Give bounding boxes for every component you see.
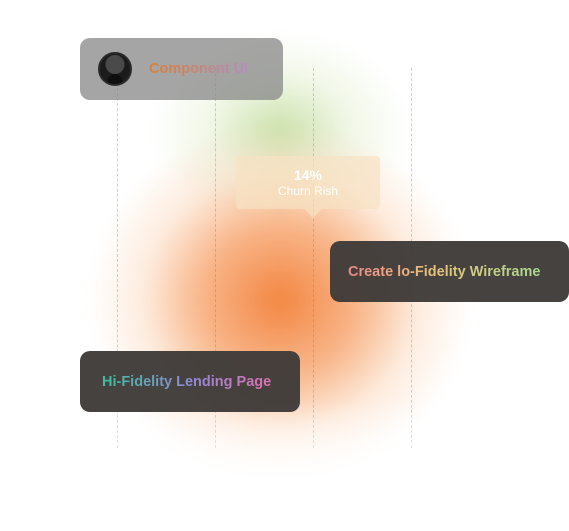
- tooltip-value: 14%: [293, 166, 323, 183]
- tooltip-label: Churn Rish: [277, 183, 339, 198]
- task-card-hifi-landing[interactable]: Hi-Fidelity Lending Page: [80, 351, 300, 412]
- task-card-label: Component UI: [149, 61, 249, 77]
- task-card-label: Hi-Fidelity Lending Page: [102, 373, 272, 390]
- task-card-label: Create lo-Fidelity Wireframe: [348, 263, 541, 280]
- task-card-wireframe[interactable]: Create lo-Fidelity Wireframe: [330, 241, 569, 302]
- timeline-gridline: [313, 68, 314, 448]
- churn-risk-tooltip: 14% Churn Rish: [236, 156, 380, 218]
- timeline-gridline: [215, 68, 216, 448]
- task-card-component-ui[interactable]: Component UI: [80, 38, 283, 100]
- avatar: [98, 52, 132, 86]
- timeline-gridline: [117, 68, 118, 448]
- bottom-fade: [0, 401, 569, 531]
